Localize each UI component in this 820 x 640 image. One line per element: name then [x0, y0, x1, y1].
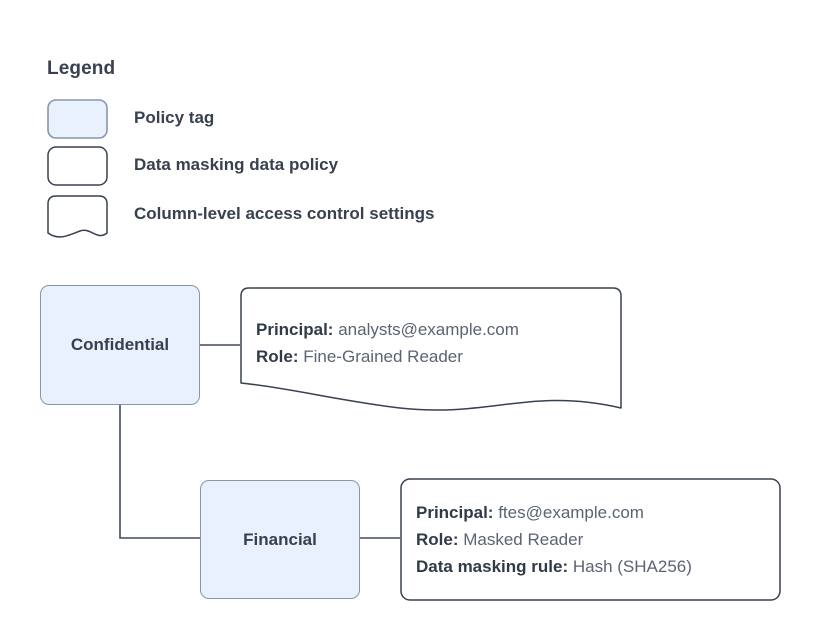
- callout-line: Principal: analysts@example.com: [256, 316, 519, 343]
- callout-line: Role: Masked Reader: [416, 526, 692, 553]
- callout-confidential-lines: Principal: analysts@example.com Role: Fi…: [256, 316, 519, 370]
- callout-line-key: Principal:: [416, 503, 494, 522]
- callout-line: Data masking rule: Hash (SHA256): [416, 553, 692, 580]
- legend-swatch-rounded-rect-filled: [47, 99, 108, 139]
- callout-financial-settings[interactable]: Principal: ftes@example.com Role: Masked…: [400, 478, 781, 601]
- callout-line-key: Data masking rule:: [416, 557, 569, 576]
- callout-line-value: Fine-Grained Reader: [303, 347, 463, 366]
- node-confidential-label: Confidential: [70, 335, 170, 354]
- callout-financial-lines: Principal: ftes@example.com Role: Masked…: [416, 499, 692, 580]
- callout-rect-shape: [400, 478, 781, 601]
- legend-title: Legend: [47, 58, 116, 79]
- callout-line: Role: Fine-Grained Reader: [256, 343, 519, 370]
- callout-wavy-shape: [240, 287, 622, 411]
- callout-line: Principal: ftes@example.com: [416, 499, 692, 526]
- legend-label-column-access-control: Column-level access control settings: [134, 204, 435, 223]
- legend-label-data-masking-policy: Data masking data policy: [134, 155, 339, 174]
- callout-line-key: Principal:: [256, 320, 334, 339]
- node-financial[interactable]: Financial: [200, 480, 360, 599]
- legend-swatch-wavy-bottom-rect: [47, 195, 108, 238]
- callout-line-value: ftes@example.com: [498, 503, 644, 522]
- callout-line-key: Role:: [416, 530, 459, 549]
- callout-line-value: analysts@example.com: [338, 320, 519, 339]
- node-financial-label: Financial: [243, 529, 317, 549]
- edge-confidential-to-financial: [119, 405, 200, 539]
- node-confidential[interactable]: Confidential: [40, 285, 200, 405]
- callout-line-value: Masked Reader: [463, 530, 584, 549]
- callout-line-key: Role:: [256, 347, 299, 366]
- callout-confidential-settings[interactable]: Principal: analysts@example.com Role: Fi…: [240, 287, 622, 411]
- legend-label-policy-tag: Policy tag: [134, 108, 215, 127]
- callout-line-value: Hash (SHA256): [572, 557, 692, 576]
- legend-swatch-rounded-rect-outline: [47, 146, 108, 186]
